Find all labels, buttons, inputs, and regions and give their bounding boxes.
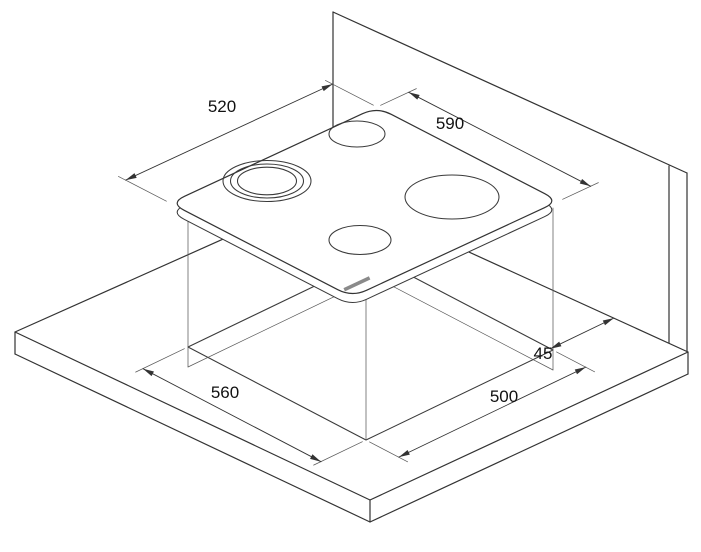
dimension-line-500 [398, 366, 587, 458]
dimension-line-520 [125, 83, 334, 181]
dimension-cutout-width: 560 [135, 348, 363, 466]
dimension-label-45: 45 [534, 344, 553, 363]
extension-line [380, 88, 417, 106]
extension-line [369, 441, 408, 463]
dimension-cutout-depth: 500 [369, 351, 595, 463]
dimension-label-560: 560 [211, 383, 239, 402]
extension-line [562, 182, 599, 200]
extension-line [135, 348, 185, 373]
extension-line [556, 351, 595, 373]
dimension-hob-width: 590 [380, 88, 599, 200]
extension-line [325, 80, 374, 106]
extension-line [313, 441, 363, 466]
dimension-line-560 [142, 368, 322, 463]
dimension-line-590 [408, 91, 592, 187]
dimension-label-520: 520 [208, 97, 236, 116]
dimension-label-500: 500 [490, 387, 518, 406]
dimension-hob-depth: 520 [118, 80, 374, 202]
dimension-rear-clearance: 45 [534, 317, 615, 363]
brand-mark [343, 276, 371, 292]
dimension-line-45 [549, 317, 615, 350]
dimension-label-590: 590 [436, 114, 464, 133]
extension-line [118, 176, 167, 202]
burner-small-front [328, 224, 392, 256]
